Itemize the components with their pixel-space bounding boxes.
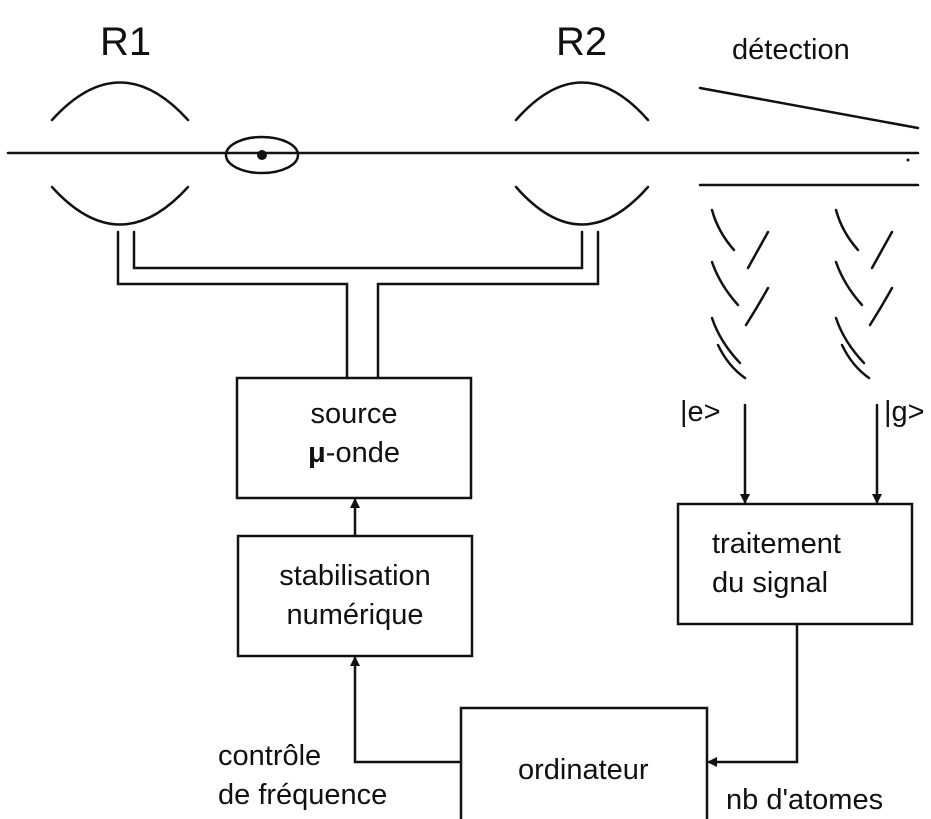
atom-dot (257, 150, 267, 160)
label-r2: R2 (556, 20, 608, 64)
box-source-text: source μ-onde (237, 400, 471, 468)
cavity-r1-lower-mirror (50, 185, 190, 226)
box-traitement (676, 502, 914, 626)
cavity-r2-lower-mirror (514, 185, 650, 226)
box-stabilisation-line1: stabilisation (279, 560, 431, 592)
label-control-line2: de fréquence (218, 779, 388, 811)
label-control: contrôle de fréquence (218, 742, 387, 810)
label-state-g: |g> (884, 396, 925, 428)
box-traitement-text: traitement du signal (712, 530, 841, 598)
cavity-r1-upper-mirror (50, 81, 190, 122)
box-source-line2: -onde (325, 437, 400, 469)
atom-ellipse (224, 135, 300, 175)
arrow-traitement-to-ordinateur (707, 622, 799, 767)
label-atoms: nb d'atomes (726, 784, 884, 816)
waveguide-outer (116, 230, 600, 380)
label-r1: R1 (100, 20, 152, 64)
label-state-e: |e> (680, 396, 721, 428)
label-control-line1: contrôle (218, 740, 322, 772)
cavity-r2-upper-mirror (514, 81, 650, 122)
box-traitement-line1: traitement (712, 528, 841, 560)
box-traitement-line2: du signal (712, 567, 829, 599)
box-stabilisation-line2: numérique (286, 599, 424, 631)
box-ordinateur-text: ordinateur (518, 754, 649, 786)
box-source-line1: source (310, 398, 398, 430)
waveguide-inner (132, 230, 584, 270)
beam-end-dot (906, 158, 910, 162)
ionization-signal-g (834, 208, 894, 380)
arrow-ordinateur-to-stab (350, 656, 463, 764)
label-detection: détection (732, 34, 850, 66)
detector-upper-plate (698, 86, 920, 130)
mu-symbol: μ (308, 437, 326, 469)
ionization-signal-e (710, 208, 770, 380)
box-stabilisation-text: stabilisation numérique (238, 562, 472, 630)
